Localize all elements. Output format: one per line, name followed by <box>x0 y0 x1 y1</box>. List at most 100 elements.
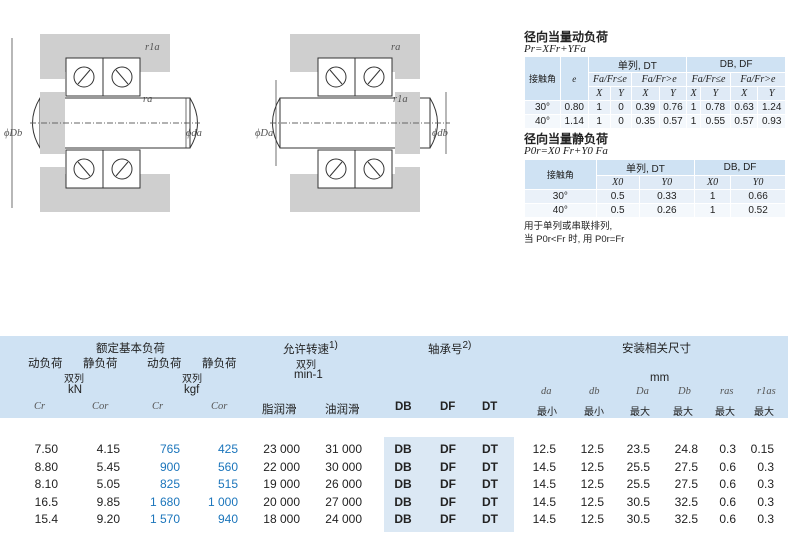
table-cell: 30.5 <box>626 494 650 509</box>
bearing-code-cell: DT <box>482 442 498 456</box>
table-cell: 515 <box>217 477 238 492</box>
bearing-drawing-df <box>270 34 450 212</box>
table-row: 40° 0.5 0.26 1 0.52 <box>524 203 786 218</box>
table-cell: 7.50 <box>34 442 58 456</box>
table-cell: 31 000 <box>325 442 362 456</box>
bearing-footnote: 2) <box>462 340 472 351</box>
table-cell: 30 000 <box>325 459 362 474</box>
table-cell: 940 <box>217 512 238 527</box>
bearing-code-cell: DT <box>482 459 498 474</box>
qual-1: 最小 <box>584 407 604 418</box>
table-cell: 23 000 <box>263 442 300 456</box>
stat-load-kn: 静负荷 <box>83 358 118 370</box>
table-cell: 24.8 <box>674 442 698 456</box>
table-cell: 5.45 <box>96 459 120 474</box>
grease-header: 脂润滑 <box>262 404 297 416</box>
label-Db: ϕDb <box>4 128 23 139</box>
static-load-title: 径向当量静负荷 <box>524 132 609 146</box>
table-cell: 4.15 <box>96 442 120 456</box>
db-header: DB <box>395 401 412 413</box>
dyn-load-kgf: 动负荷 <box>147 358 182 370</box>
static-load-formula: P0r=X0 Fr+Y0 Fa <box>524 145 608 157</box>
e-header: e <box>560 56 589 101</box>
table-cell: 12.5 <box>580 459 604 474</box>
bearing-code-cell: DB <box>394 477 412 492</box>
table-cell: 825 <box>159 477 180 492</box>
table-cell: 19 000 <box>263 477 300 492</box>
sym-ras: ras <box>720 386 734 397</box>
qual-2: 最大 <box>630 407 650 418</box>
table-cell: 14.5 <box>532 512 556 527</box>
table-cell: 24 000 <box>325 512 362 527</box>
value-cell: 0.5 <box>595 203 640 218</box>
angle-header: 接触角 <box>524 56 561 101</box>
value-cell: 0.35 <box>631 114 660 129</box>
cond-gt-1: Fa/Fr>e <box>631 72 688 87</box>
single-col-header: 单列, DT <box>595 159 696 176</box>
table-cell: 8.80 <box>34 459 58 474</box>
table-cell: 0.3 <box>757 477 774 492</box>
value-cell: 1 <box>587 100 611 115</box>
static-load-table: 接触角 单列, DT DB, DF X0 Y0 X0 Y0 30° 0.5 0.… <box>524 159 786 218</box>
speed-unit: min-1 <box>294 369 323 381</box>
static-note-1: 用于单列或串联排列, <box>524 221 613 232</box>
y-head: Y <box>699 86 731 101</box>
value-cell: 0.93 <box>757 114 786 129</box>
df-header: DF <box>440 401 456 413</box>
e-cell: 1.14 <box>560 114 589 129</box>
table-cell: 425 <box>217 442 238 456</box>
angle-header: 接触角 <box>524 159 597 190</box>
y-head: Y <box>658 86 688 101</box>
sym-da: da <box>541 386 552 397</box>
table-cell: 23.5 <box>626 442 650 456</box>
bearing-drawing-db <box>11 34 200 212</box>
value-cell: 0.78 <box>699 100 731 115</box>
value-cell: 0.26 <box>638 203 696 218</box>
value-cell: 0.63 <box>729 100 759 115</box>
table-cell: 560 <box>217 459 238 474</box>
sym-r1as: r1as <box>757 386 776 397</box>
bearing-code-cell: DB <box>394 512 412 527</box>
value-cell: 1 <box>587 114 611 129</box>
double-col-header: DB, DF <box>686 56 786 73</box>
label-r1a-right: r1a <box>393 94 408 105</box>
bearing-code-cell: DB <box>394 459 412 474</box>
table-row: 30° 0.5 0.33 1 0.66 <box>524 189 786 204</box>
value-cell: 0.57 <box>658 114 688 129</box>
main-table-header <box>0 336 788 418</box>
value-cell: 0.76 <box>658 100 688 115</box>
qual-3: 最大 <box>673 407 693 418</box>
value-cell: 1.24 <box>757 100 786 115</box>
static-note-2: 当 P0r<Fr 时, 用 P0r=Fr <box>524 234 625 245</box>
table-cell: 27.5 <box>674 459 698 474</box>
table-cell: 27 000 <box>325 494 362 509</box>
table-cell: 1 000 <box>207 494 238 509</box>
bearing-code-cell: DB <box>394 494 412 509</box>
value-cell: 0.55 <box>699 114 731 129</box>
table-cell: 8.10 <box>34 477 58 492</box>
bearing-code-cell: DF <box>440 512 456 527</box>
speed-label: 允许转速 <box>283 343 329 356</box>
cond-gt-2: Fa/Fr>e <box>729 72 787 87</box>
table-cell: 12.5 <box>580 442 604 456</box>
single-col-header: 单列, DT <box>587 56 688 73</box>
table-cell: 32.5 <box>674 512 698 527</box>
qual-4: 最大 <box>715 407 735 418</box>
table-cell: 0.3 <box>757 512 774 527</box>
bearing-code-cell: DT <box>482 477 498 492</box>
table-cell: 14.5 <box>532 477 556 492</box>
table-cell: 900 <box>159 459 180 474</box>
value-cell: 0 <box>609 100 633 115</box>
label-db: ϕdb <box>432 128 448 139</box>
label-Da: ϕDa <box>255 128 274 139</box>
angle-cell: 40° <box>524 114 561 129</box>
unit-mm: mm <box>650 372 670 384</box>
unit-kgf: kgf <box>184 384 200 396</box>
table-cell: 12.5 <box>580 477 604 492</box>
y-head: Y <box>757 86 786 101</box>
double-label-kgf: 双列 <box>182 374 202 385</box>
bearing-code-cell: DB <box>394 442 412 456</box>
value-cell: 0.57 <box>729 114 759 129</box>
table-cell: 18 000 <box>263 512 300 527</box>
table-cell: 0.6 <box>719 494 736 509</box>
